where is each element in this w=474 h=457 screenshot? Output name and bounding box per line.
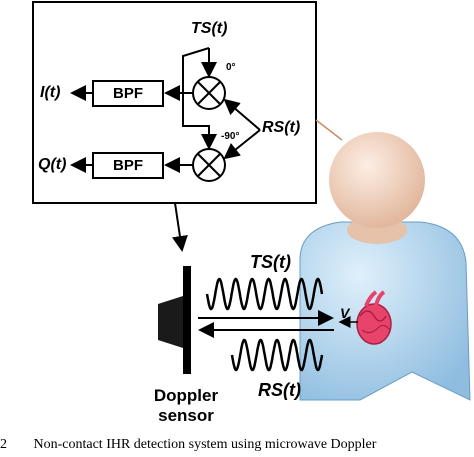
figure-caption: 2 Non-contact IHR detection system using… bbox=[0, 437, 474, 453]
wave-rs-label: RS(t) bbox=[258, 380, 301, 400]
rs-wave bbox=[230, 338, 324, 372]
caption-number: 2 bbox=[0, 437, 7, 452]
bpf-top-box: BPF bbox=[92, 80, 164, 107]
receiver-block-outline bbox=[32, 1, 317, 204]
q-output-label: Q(t) bbox=[38, 156, 67, 173]
sensor-label-line2: sensor bbox=[158, 406, 214, 425]
heart-icon bbox=[356, 290, 392, 345]
sensor-plate bbox=[183, 266, 191, 374]
person-head bbox=[329, 132, 425, 228]
ts-wave bbox=[205, 277, 324, 311]
rs-to-bottom-mixer bbox=[223, 129, 261, 160]
receiver-to-sensor-arrow bbox=[172, 202, 188, 252]
ts-label: TS(t) bbox=[191, 20, 228, 37]
sensor-label: Doppler sensor bbox=[136, 386, 236, 426]
rs-label: RS(t) bbox=[262, 119, 301, 136]
angle-90-label: -90° bbox=[221, 131, 240, 142]
sensor-horn bbox=[158, 296, 183, 348]
rs-pointer-line bbox=[315, 119, 343, 141]
wave-ts-label: TS(t) bbox=[250, 252, 291, 272]
rs-to-top-mixer bbox=[223, 98, 261, 131]
ts-split-arrow bbox=[182, 47, 217, 150]
i-output-label: I(t) bbox=[40, 84, 61, 101]
angle-0-label: 0° bbox=[226, 62, 236, 73]
velocity-label: V bbox=[340, 305, 350, 321]
sensor-label-line1: Doppler bbox=[153, 386, 219, 405]
caption-text: Non-contact IHR detection system using m… bbox=[33, 437, 377, 452]
bpf-bottom-box: BPF bbox=[92, 152, 164, 179]
